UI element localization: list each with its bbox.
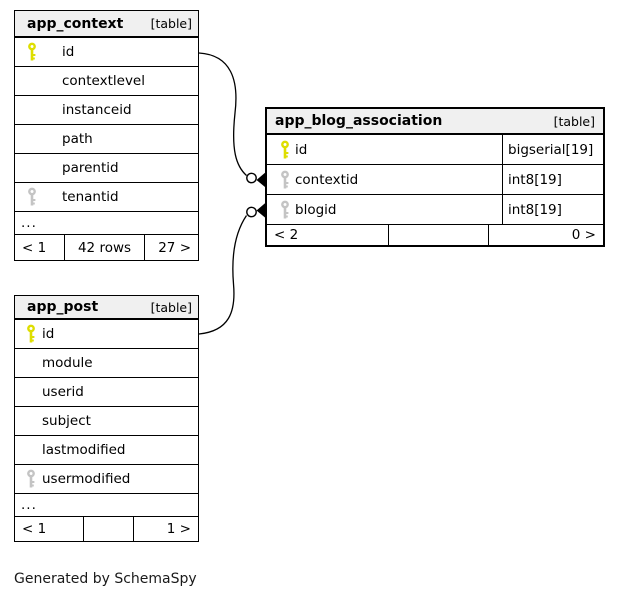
column-row-path: path (15, 125, 198, 154)
primary-key-icon (26, 324, 36, 344)
column-name: blogid (295, 201, 337, 218)
column-name: path (62, 131, 93, 147)
column-name: tenantid (62, 189, 119, 205)
many-arrow-marker (256, 172, 265, 187)
column-name: subject (42, 413, 91, 429)
related-tables-out-count: 1 > (133, 517, 198, 541)
column-type: int8[19] (508, 201, 562, 218)
column-row-id: id (15, 38, 198, 67)
related-tables-in-count: < 1 (22, 239, 47, 256)
table-footer: < 2 0 > (267, 225, 603, 245)
column-name: instanceid (62, 102, 132, 118)
column-row-blogid: blogid int8[19] (267, 195, 603, 225)
foreign-key-icon (280, 170, 290, 190)
more-columns-ellipsis: ... (15, 212, 198, 235)
column-name-cell: contextid (267, 165, 503, 194)
column-row-module: module (15, 349, 198, 378)
relationship-curve (198, 215, 248, 335)
table-title[interactable]: app_blog_association (275, 113, 443, 129)
zero-or-one-circle-marker (246, 206, 257, 218)
column-row-parentid: parentid (15, 154, 198, 183)
related-tables-out-count: 0 > (488, 225, 603, 245)
primary-key-icon (27, 42, 37, 62)
related-tables-out-count: 27 > (144, 235, 198, 260)
column-name: module (42, 355, 93, 371)
column-row-lastmodified: lastmodified (15, 436, 198, 465)
foreign-key-icon (280, 200, 290, 220)
column-row-contextlevel: contextlevel (15, 67, 198, 96)
more-columns-ellipsis: ... (15, 494, 198, 517)
related-tables-in-count: < 2 (274, 227, 299, 243)
column-row-usermodified: usermodified (15, 465, 198, 494)
column-row-id: id (15, 320, 198, 349)
column-row-userid: userid (15, 378, 198, 407)
row-count (388, 225, 488, 245)
table-type-badge: [table] (150, 16, 192, 31)
table-type-badge: [table] (553, 113, 595, 129)
table-app-blog-association: app_blog_association [table] id bigseria… (265, 107, 605, 247)
foreign-key-icon (27, 187, 37, 207)
table-footer: < 1 1 > (15, 517, 198, 541)
column-row-subject: subject (15, 407, 198, 436)
column-name: contextid (295, 171, 359, 188)
column-name-cell: blogid (267, 195, 503, 224)
row-count: 42 rows (64, 235, 144, 260)
table-app-post: app_post [table] id module userid subjec… (14, 295, 199, 542)
primary-key-icon (280, 140, 290, 160)
column-name: usermodified (42, 471, 131, 487)
many-arrow-marker (256, 203, 265, 218)
column-name: parentid (62, 160, 119, 176)
table-title[interactable]: app_post (27, 299, 99, 315)
column-row-instanceid: instanceid (15, 96, 198, 125)
table-app-context: app_context [table] id contextlevel inst… (14, 10, 199, 261)
column-row-tenantid: tenantid (15, 183, 198, 212)
column-type: int8[19] (508, 171, 562, 188)
column-name: lastmodified (42, 442, 126, 458)
table-type-badge: [table] (150, 299, 192, 315)
generated-by-caption: Generated by SchemaSpy (14, 571, 197, 587)
table-header[interactable]: app_blog_association [table] (267, 109, 603, 135)
table-header[interactable]: app_context [table] (15, 11, 198, 38)
column-row-contextid: contextid int8[19] (267, 165, 603, 195)
relationship-context-to-blog-association (198, 52, 265, 187)
table-footer: < 1 42 rows 27 > (15, 235, 198, 260)
relationship-curve (198, 52, 247, 176)
table-title[interactable]: app_context (27, 15, 124, 32)
related-tables-in-count: < 1 (22, 521, 47, 537)
column-name: userid (42, 384, 84, 400)
row-count (83, 517, 133, 541)
column-name: id (42, 326, 55, 342)
column-name: contextlevel (62, 73, 145, 89)
column-row-id: id bigserial[19] (267, 135, 603, 165)
zero-or-one-circle-marker (246, 172, 257, 184)
column-name: id (62, 44, 75, 60)
relationship-post-to-blog-association (198, 203, 265, 335)
foreign-key-icon (26, 469, 36, 489)
column-type: bigserial[19] (508, 141, 594, 158)
column-name-cell: id (267, 135, 503, 164)
table-header[interactable]: app_post [table] (15, 296, 198, 320)
column-name: id (295, 141, 308, 158)
